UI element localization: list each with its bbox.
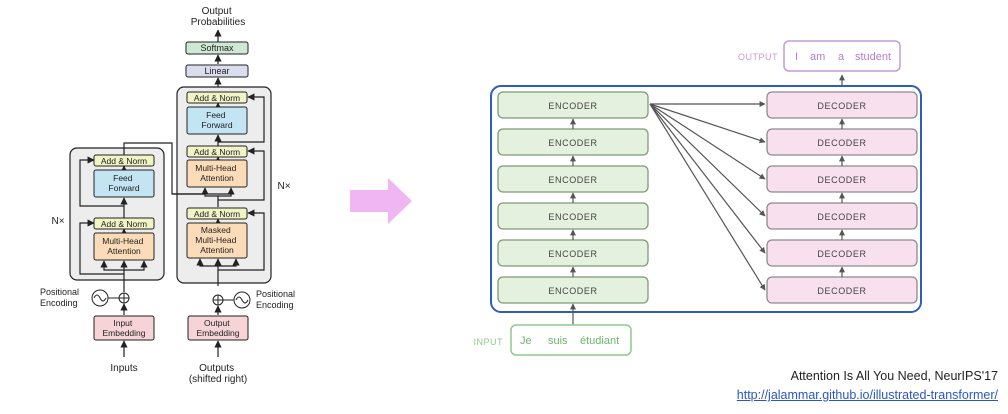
encoder-box-6-label: ENCODER	[548, 101, 597, 111]
outputs-label: Outputs (shifted right)	[189, 363, 247, 385]
softmax-block	[185, 41, 249, 55]
decoder-repeat-label: N×	[277, 181, 290, 192]
input-word-3: étudiant	[580, 335, 619, 347]
decoder-box-3-label: DECODER	[817, 212, 866, 222]
encoder-multi-head-attention	[93, 232, 155, 261]
input-word-2: suis	[548, 335, 568, 347]
input-embedding-label: Input Embedding	[102, 318, 145, 338]
illustrated-transformer-link[interactable]: http://jalammar.github.io/illustrated-tr…	[736, 388, 998, 402]
encoder-box-4-label: ENCODER	[548, 175, 597, 185]
encoder-box-6	[497, 91, 649, 119]
decoder-multi-head-attention	[186, 159, 248, 188]
output-word-4: student	[855, 51, 891, 63]
original-transformer-diagram: Output Probabilities Softmax Linear N× A…	[40, 6, 298, 385]
encoder-box-2-label: ENCODER	[548, 249, 597, 259]
linear-label: Linear	[204, 66, 229, 76]
input-sentence-box	[510, 324, 632, 356]
encoder-stack-boxes: ENCODER ENCODER ENCODER ENCODER ENCODER …	[497, 91, 649, 325]
decoder-add-norm-3-label: Add & Norm	[194, 93, 240, 103]
output-label: OUTPUT	[738, 52, 778, 62]
output-embedding-label: Output Embedding	[196, 318, 239, 338]
citation: Attention Is All You Need, NeurIPS'17 ht…	[737, 367, 998, 405]
encoder-repeat-label: N×	[51, 216, 64, 227]
encoder-box-5-label: ENCODER	[548, 138, 597, 148]
encoder-decoder-stack-diagram: OUTPUT I am a student ENCODER ENCODER EN…	[474, 40, 922, 356]
decoder-box-6	[766, 91, 918, 119]
encoder-to-decoder-arrows	[649, 101, 766, 291]
output-embedding-block	[187, 315, 249, 341]
input-label: INPUT	[474, 337, 504, 347]
decoder-add-norm-1-label: Add & Norm	[194, 209, 240, 219]
decoder-stack-boxes: DECODER DECODER DECODER DECODER DECODER …	[766, 91, 918, 304]
decoder-feed-forward-label: Feed Forward	[201, 110, 232, 130]
encoder-box-1-label: ENCODER	[548, 286, 597, 296]
linear-block	[185, 64, 249, 78]
encoder-add-norm-1-label: Add & Norm	[101, 219, 147, 229]
input-embedding-block	[93, 315, 155, 341]
output-word-2: am	[810, 51, 825, 63]
output-word-1: I	[795, 51, 798, 63]
encoder-positional-encoding-label: Positional Encoding	[40, 287, 82, 308]
output-probabilities-label: Output Probabilities	[191, 6, 245, 28]
output-word-3: a	[838, 51, 845, 63]
decoder-feed-forward	[186, 106, 248, 135]
output-sentence-box	[783, 40, 901, 72]
decoder-box-4-label: DECODER	[817, 175, 866, 185]
masked-multi-head-attention	[186, 222, 248, 259]
paper-citation: Attention Is All You Need, NeurIPS'17	[790, 369, 998, 383]
decoder-add-norm-2-label: Add & Norm	[194, 147, 240, 157]
decoder-box-2-label: DECODER	[817, 249, 866, 259]
decoder-box-6-label: DECODER	[817, 101, 866, 111]
encoder-box-3-label: ENCODER	[548, 212, 597, 222]
transition-arrow	[350, 178, 412, 224]
softmax-label: Softmax	[200, 43, 234, 53]
masked-multi-head-attention-label: Masked Multi-Head Attention	[195, 225, 238, 255]
encoder-feed-forward-label: Feed Forward	[108, 173, 139, 193]
decoder-multi-head-attention-label: Multi-Head Attention	[195, 163, 238, 183]
encoder-feed-forward	[93, 169, 155, 198]
input-word-1: Je	[520, 335, 532, 347]
encoder-multi-head-attention-label: Multi-Head Attention	[102, 236, 145, 256]
decoder-positional-encoding-label: Positional Encoding	[256, 289, 298, 310]
inputs-label: Inputs	[110, 363, 137, 374]
decoder-box-5-label: DECODER	[817, 138, 866, 148]
encoder-add-norm-2-label: Add & Norm	[101, 156, 147, 166]
decoder-box-1-label: DECODER	[817, 286, 866, 296]
